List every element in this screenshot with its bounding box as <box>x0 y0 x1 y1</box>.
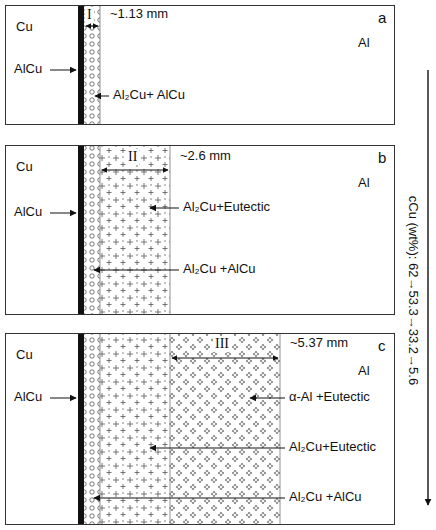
metal-label: Al <box>358 36 370 50</box>
sample-panel: aCuAl <box>5 5 395 125</box>
metal-label: Cu <box>16 348 33 362</box>
metal-label: Al <box>358 176 370 190</box>
phase-label: Al₂Cu+Eutectic <box>181 200 272 215</box>
leader-line <box>50 213 76 214</box>
zone-one <box>84 145 100 315</box>
sample-panel: bCuAl <box>5 145 395 315</box>
alcu-layer <box>78 5 84 125</box>
leader-line <box>150 448 285 449</box>
metal-label: Al <box>358 364 370 378</box>
zone-number: III <box>213 336 231 352</box>
panel-letter: a <box>378 10 386 27</box>
leader-line <box>50 398 76 399</box>
direction-arrow <box>427 70 428 505</box>
zone-three <box>170 333 280 525</box>
zone-number: II <box>126 149 139 165</box>
dimension-arrow <box>102 170 168 171</box>
panel-letter: c <box>378 338 386 355</box>
zone-one <box>84 5 100 125</box>
phase-label: AlCu <box>12 390 44 405</box>
zone-two <box>100 145 170 315</box>
phase-label: Al₂Cu+Eutectic <box>287 440 378 455</box>
zone-boundary <box>100 145 101 315</box>
leader-line <box>50 70 76 71</box>
leader-line <box>94 270 179 271</box>
leader-line <box>250 398 285 399</box>
zone-one <box>84 333 100 525</box>
dimension-arrow <box>172 358 278 359</box>
phase-label: Al₂Cu+ AlCu <box>111 88 187 103</box>
alcu-layer <box>78 333 84 525</box>
zone-boundary <box>170 333 171 525</box>
metal-label: Cu <box>16 20 33 34</box>
zone-boundary <box>100 5 101 125</box>
alcu-layer <box>78 145 84 315</box>
metal-label: Cu <box>16 160 33 174</box>
leader-line <box>150 208 179 209</box>
zone-boundary <box>100 333 101 525</box>
leader-line <box>95 96 109 97</box>
zone-two <box>100 333 170 525</box>
dimension: ~1.13 mm <box>108 7 170 22</box>
zone-boundary <box>280 333 281 525</box>
zone-number: I <box>85 7 94 23</box>
phase-label: AlCu <box>12 62 44 77</box>
phase-label: Al₂Cu +AlCu <box>287 490 364 505</box>
phase-label: α-Al +Eutectic <box>287 390 372 405</box>
concentration-label: cCu (wt%): 62→53.3→33.2→5.6 <box>405 193 420 386</box>
dimension-arrow <box>86 26 98 27</box>
phase-label: AlCu <box>12 205 44 220</box>
dimension: ~2.6 mm <box>178 149 233 164</box>
panel-letter: b <box>378 150 386 167</box>
leader-line <box>94 498 285 499</box>
phase-label: Al₂Cu +AlCu <box>181 262 258 277</box>
dimension: ~5.37 mm <box>288 336 350 351</box>
zone-boundary <box>170 145 171 315</box>
